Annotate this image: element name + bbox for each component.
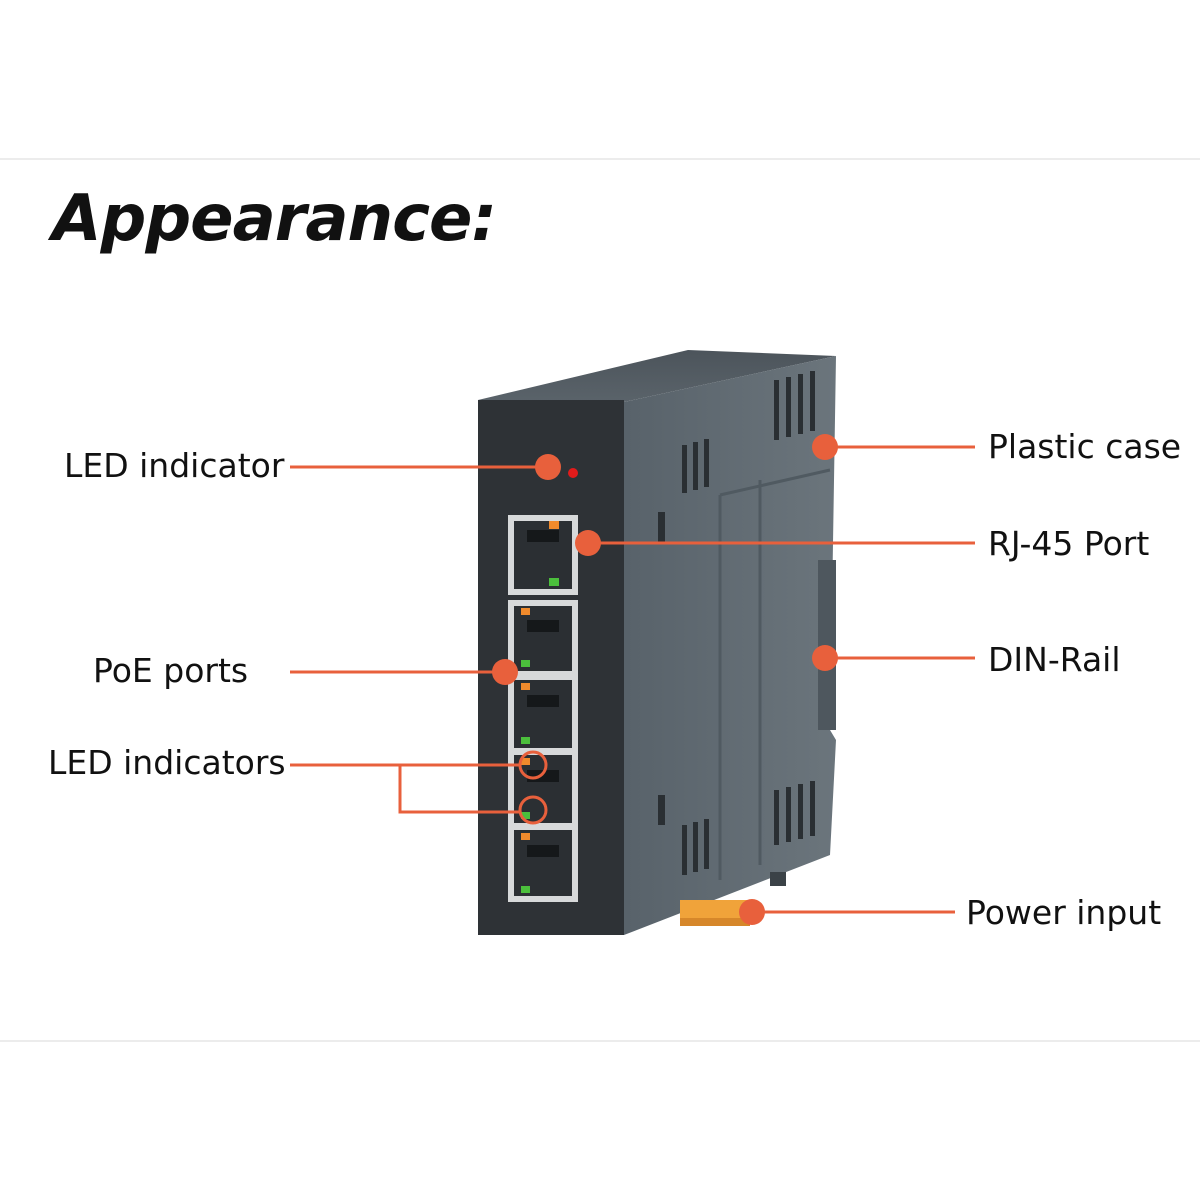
poe-port-1 [514,606,572,671]
ethernet-switch-device [478,350,836,935]
vent-slots-lower [658,512,815,875]
callout-rj45-port [575,530,975,556]
poe-port-4 [514,830,572,896]
top-divider [0,158,1200,160]
poe-port-3 [514,755,572,823]
power-input-connector [680,872,786,926]
callout-power-input [739,899,955,925]
power-led [568,468,578,478]
rj45-uplink-port [508,515,578,595]
label-poe-ports: PoE ports [93,651,248,690]
label-rj45-port: RJ-45 Port [988,524,1149,563]
callout-led-indicators [290,750,548,825]
case-top-face [478,350,836,402]
callout-poe-ports [290,659,518,685]
poe-port-2 [514,680,572,748]
label-led-indicator: LED indicator [64,446,285,485]
label-power-input: Power input [966,893,1161,932]
poe-port-stack [508,600,578,902]
label-plastic-case: Plastic case [988,427,1181,466]
callout-plastic-case [812,434,975,460]
callout-din-rail [812,645,975,671]
callouts [290,434,975,925]
callout-led-indicator [290,454,561,480]
vent-slots-upper [682,371,815,493]
label-din-rail: DIN-Rail [988,640,1121,679]
bottom-divider [0,1040,1200,1042]
plastic-case-side [624,356,836,935]
label-led-indicators: LED indicators [48,743,286,782]
din-rail-bracket [818,560,836,730]
page-title: Appearance: [52,182,497,256]
